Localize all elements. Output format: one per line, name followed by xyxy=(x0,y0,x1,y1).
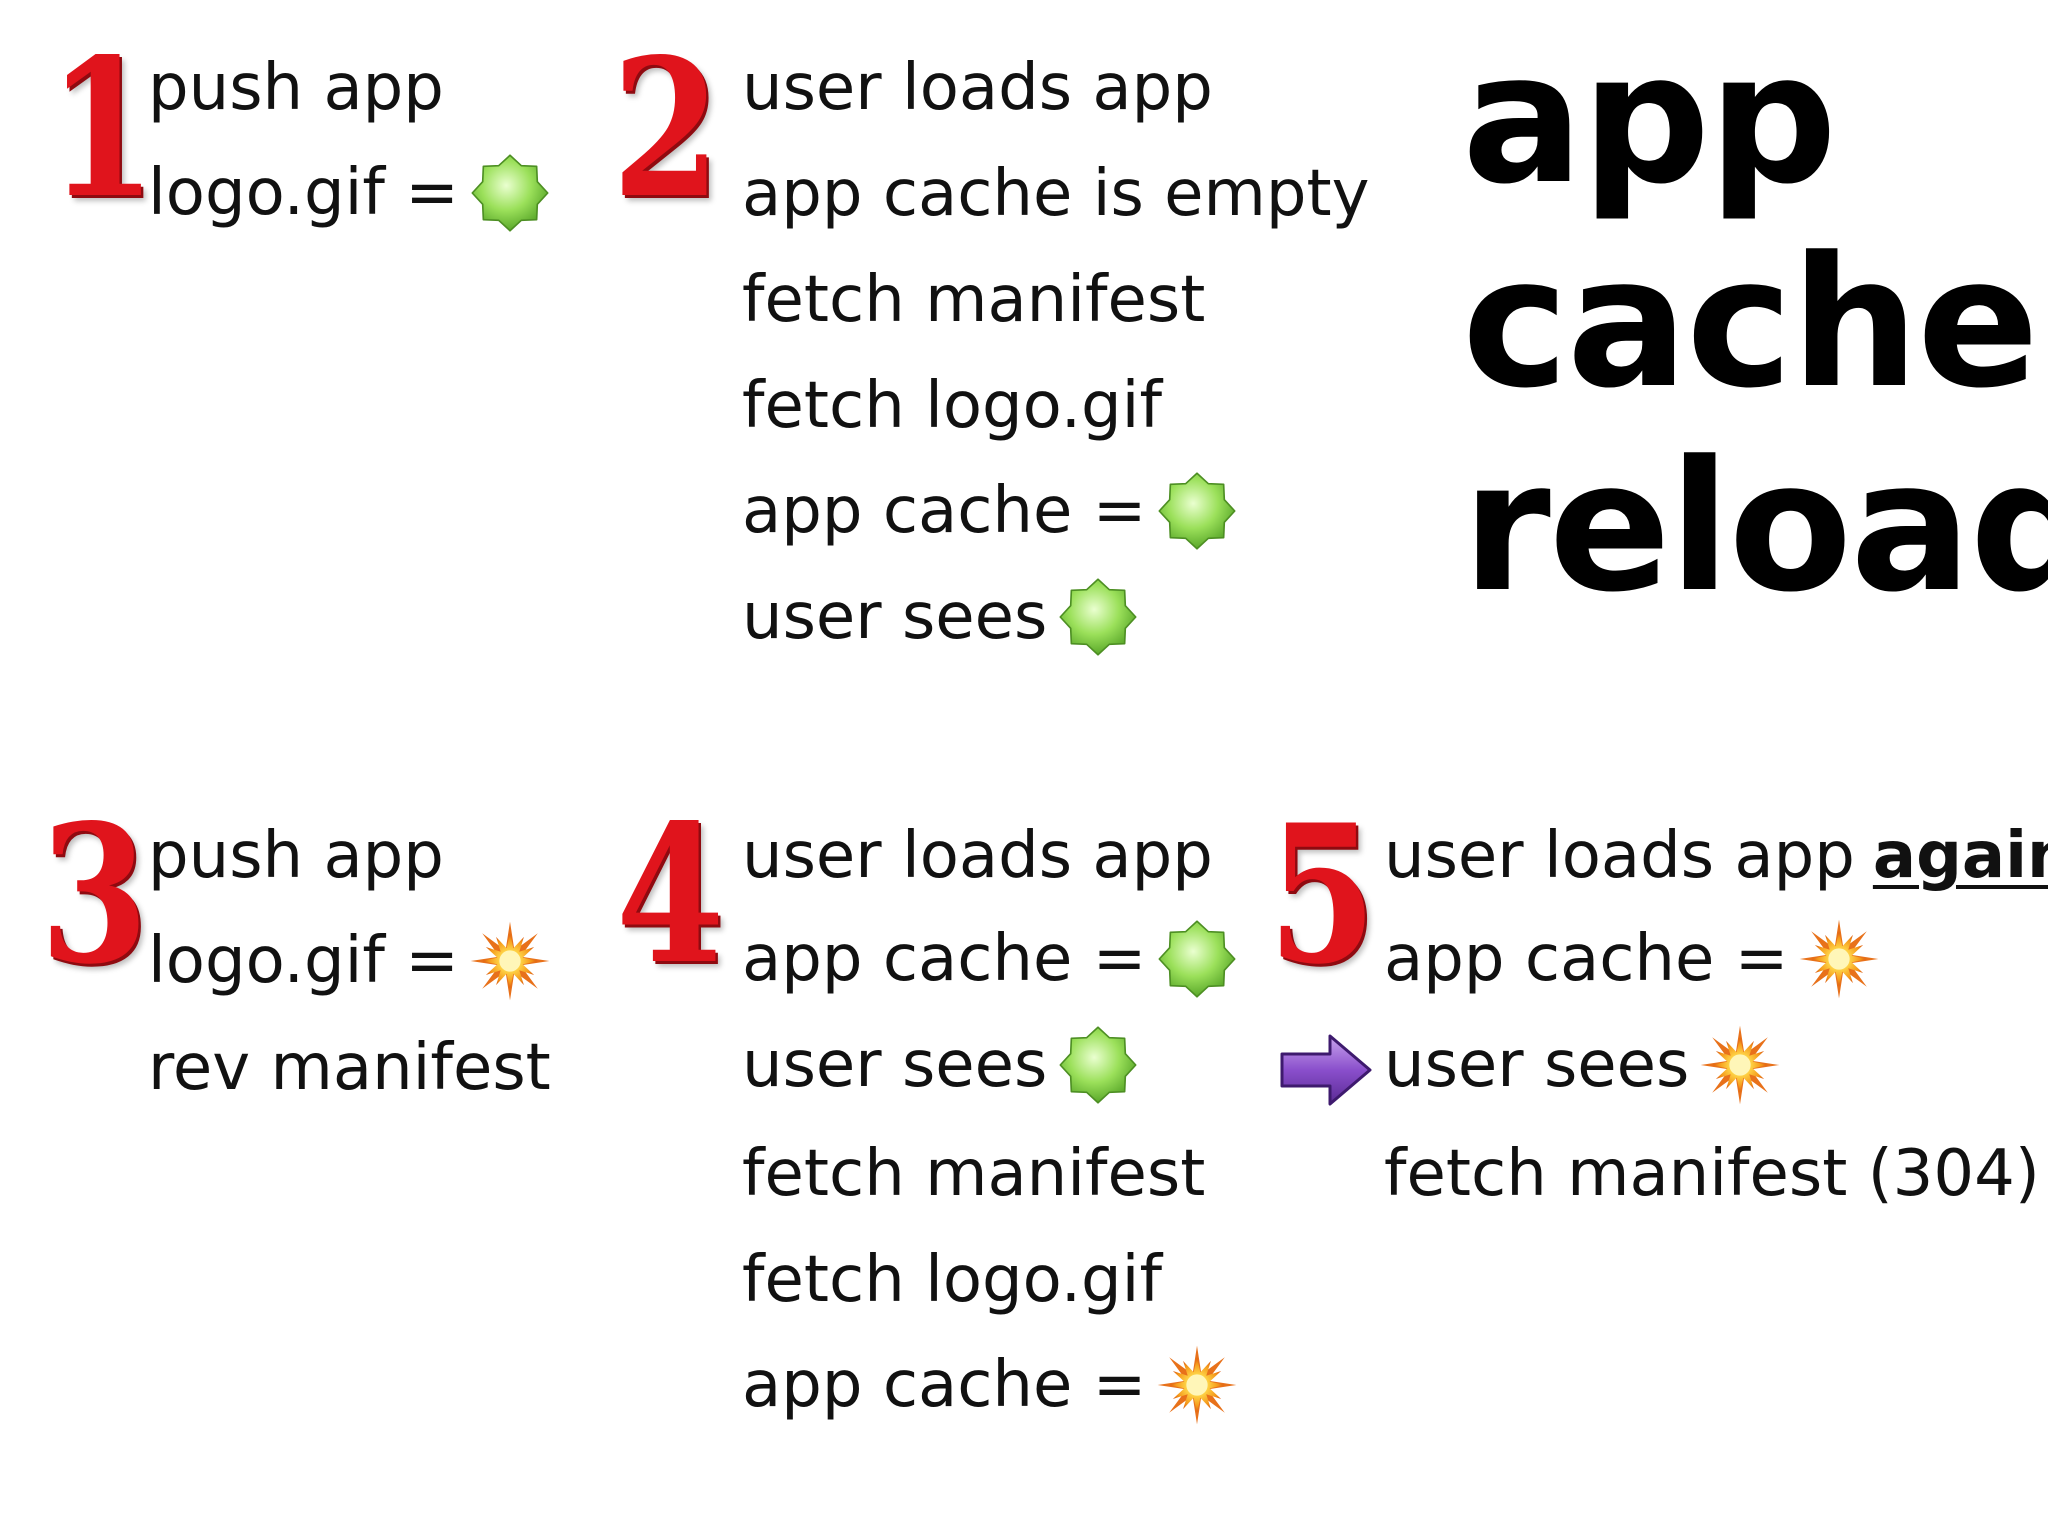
slide-title: app cache reload xyxy=(1462,18,2048,630)
step5-line-4: fetch manifest (304) xyxy=(1384,1137,2040,1211)
step5-line-2: app cache = xyxy=(1384,918,1880,1000)
step-number-3: 3 xyxy=(40,783,149,1006)
step1-line-2: logo.gif = xyxy=(148,152,551,234)
step2-line-6: user sees xyxy=(742,576,1139,658)
green-star-icon xyxy=(469,152,551,234)
step-number-4: 4 xyxy=(616,783,725,1006)
step2-line-5: app cache = xyxy=(742,470,1238,552)
orange-burst-icon xyxy=(1156,1344,1238,1426)
title-line-3: reload xyxy=(1462,423,2048,632)
purple-arrow-icon xyxy=(1278,1032,1374,1108)
green-star-icon xyxy=(1156,470,1238,552)
step-number-1: 1 xyxy=(48,17,157,240)
step1-line-1: push app xyxy=(148,51,444,125)
green-star-icon xyxy=(1057,1024,1139,1106)
step4-line-2: app cache = xyxy=(742,918,1238,1000)
step3-line-2: logo.gif = xyxy=(148,920,551,1002)
title-line-1: app xyxy=(1462,15,1837,224)
step2-line-4: fetch logo.gif xyxy=(742,369,1162,443)
step4-line-1: user loads app xyxy=(742,819,1213,893)
green-star-icon xyxy=(1057,576,1139,658)
step2-line-1: user loads app xyxy=(742,51,1213,125)
step4-line-4: fetch manifest xyxy=(742,1137,1206,1211)
step4-line-3: user sees xyxy=(742,1024,1139,1106)
orange-burst-icon xyxy=(1798,918,1880,1000)
step5-line-3: user sees xyxy=(1384,1024,1781,1106)
step4-line-5: fetch logo.gif xyxy=(742,1243,1162,1317)
step2-line-2: app cache is empty xyxy=(742,157,1370,231)
step3-line-3: rev manifest xyxy=(148,1031,551,1105)
step5-line-1: user loads app again xyxy=(1384,824,2048,888)
emphasis-again: again xyxy=(1872,819,2048,893)
green-star-icon xyxy=(1156,918,1238,1000)
step-number-2: 2 xyxy=(612,17,721,240)
step4-line-6: app cache = xyxy=(742,1344,1238,1426)
step-number-5: 5 xyxy=(1268,783,1377,1006)
step2-line-3: fetch manifest xyxy=(742,263,1206,337)
orange-burst-icon xyxy=(1699,1024,1781,1106)
orange-burst-icon xyxy=(469,920,551,1002)
title-line-2: cache xyxy=(1462,219,2039,428)
step3-line-1: push app xyxy=(148,819,444,893)
